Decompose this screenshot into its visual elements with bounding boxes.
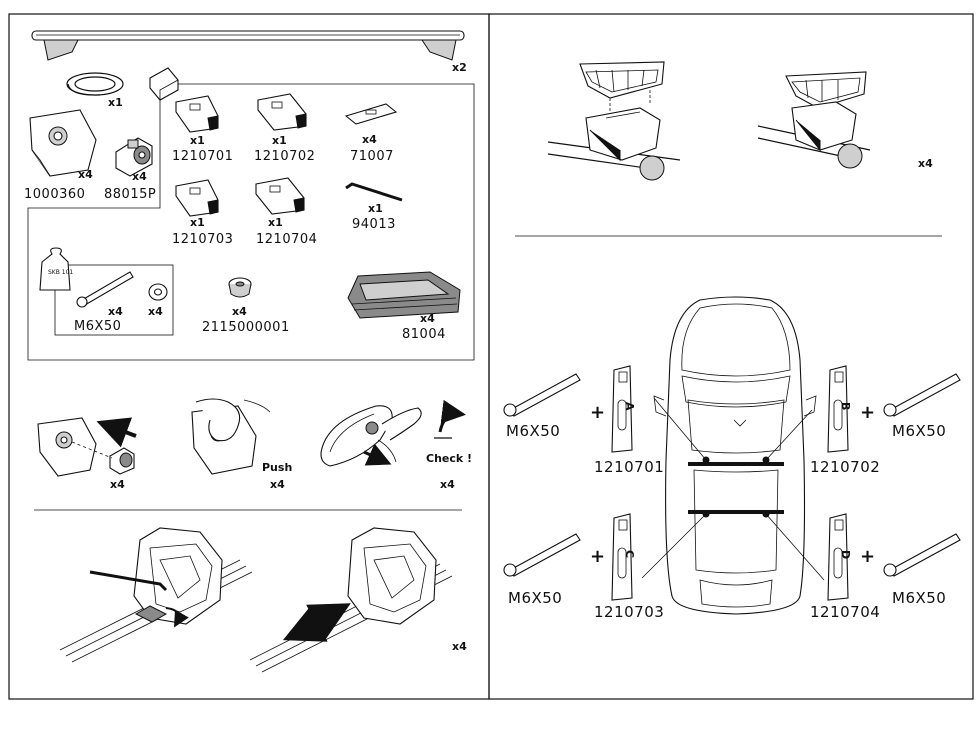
rear-right-bolt-code: M6X50 <box>892 589 946 607</box>
pad-a-code: 1210701 <box>172 149 233 164</box>
bag-contents-box <box>54 264 174 336</box>
cover-qty: x4 <box>78 168 93 181</box>
front-left-pad-code: 1210701 <box>594 458 664 476</box>
roof-bar: x2 <box>31 30 467 74</box>
step-tighten <box>59 527 253 663</box>
placement-rear-left: M6X50 + C 1210703 <box>503 513 664 621</box>
push-qty: x4 <box>270 478 285 491</box>
pad-b-code: 1210702 <box>254 149 315 164</box>
pad-b-part: x1 1210702 <box>254 93 315 164</box>
rear-left-bolt-code: M6X50 <box>508 589 562 607</box>
rubber-strip: x1 <box>66 72 124 109</box>
bolt-code: M6X50 <box>74 319 121 334</box>
right-panel-frame <box>488 13 974 700</box>
cover-part: x4 1000360 <box>24 109 97 202</box>
pad-c-qty: x1 <box>190 216 205 229</box>
lock-qty: x4 <box>132 170 147 183</box>
foot-pad-code: 81004 <box>402 327 446 342</box>
pad-d-code: 1210704 <box>256 232 317 247</box>
allen-key-part: x1 94013 <box>345 182 403 232</box>
front-right-bolt-code: M6X50 <box>892 422 946 440</box>
allen-key-code: 94013 <box>352 217 396 232</box>
front-left-plus: + <box>590 402 605 423</box>
bag-label: SKB 101 <box>48 269 73 276</box>
rear-right-letter: D <box>839 550 852 559</box>
bag-icon: SKB 101 <box>39 247 73 291</box>
allen-key-qty: x1 <box>368 202 383 215</box>
lock-code: 88015P <box>104 187 156 202</box>
check-qty: x4 <box>440 478 455 491</box>
pad-a-qty: x1 <box>190 134 205 147</box>
step-slide: x4 <box>249 527 467 673</box>
push-label: Push <box>262 461 292 474</box>
basket-qty: x4 <box>918 157 933 170</box>
washer-part: x4 <box>148 283 168 318</box>
lock-part: x4 88015P <box>104 137 156 202</box>
foot-pad-qty: x4 <box>420 312 435 325</box>
cap-qty: x4 <box>232 305 247 318</box>
step-insert-lock: x4 <box>37 417 137 491</box>
pad-a-part: x1 1210701 <box>172 95 233 164</box>
plate-qty: x4 <box>362 133 377 146</box>
pad-c-part: x1 1210703 <box>172 179 233 247</box>
basket-after: x4 <box>757 71 933 170</box>
cover-code: 1000360 <box>24 187 85 202</box>
pad-d-qty: x1 <box>268 216 283 229</box>
step-push: Push x4 <box>191 398 292 491</box>
plate-code: 71007 <box>350 149 394 164</box>
bolt-part: x4 M6X50 <box>74 271 134 334</box>
placement-front-left: M6X50 + A 1210701 <box>503 365 664 476</box>
basket-before <box>547 61 681 181</box>
placement-front-right: B 1210702 + M6X50 <box>810 365 961 476</box>
washer-qty: x4 <box>148 305 163 318</box>
step-check: Check ! x4 <box>320 399 472 491</box>
foot-pad-part: x4 81004 <box>347 271 461 342</box>
pad-d-part: x1 1210704 <box>255 177 317 247</box>
step-insert-qty: x4 <box>110 478 125 491</box>
bolt-qty: x4 <box>108 305 123 318</box>
rear-left-letter: C <box>623 550 636 558</box>
rear-right-pad-code: 1210704 <box>810 603 880 621</box>
pad-c-code: 1210703 <box>172 232 233 247</box>
rear-right-plus: + <box>860 546 875 567</box>
front-right-pad-code: 1210702 <box>810 458 880 476</box>
parts-frame <box>27 83 475 361</box>
bar-qty: x2 <box>452 61 467 74</box>
front-right-letter: B <box>839 402 852 410</box>
cap-part: x4 2115000001 <box>202 277 290 335</box>
rear-left-plus: + <box>590 546 605 567</box>
front-left-bolt-code: M6X50 <box>506 422 560 440</box>
check-label: Check ! <box>426 452 472 465</box>
rear-left-pad-code: 1210703 <box>594 603 664 621</box>
placement-rear-right: D 1210704 + M6X50 <box>810 513 961 621</box>
front-right-plus: + <box>860 402 875 423</box>
plate-part: x4 71007 <box>344 103 398 164</box>
adjust-qty: x4 <box>452 640 467 653</box>
pad-b-qty: x1 <box>272 134 287 147</box>
front-left-letter: A <box>623 402 636 411</box>
cap-code: 2115000001 <box>202 320 290 335</box>
rubber-strip-qty: x1 <box>108 96 123 109</box>
car-top-view <box>641 296 825 615</box>
bracket-part <box>149 67 179 101</box>
